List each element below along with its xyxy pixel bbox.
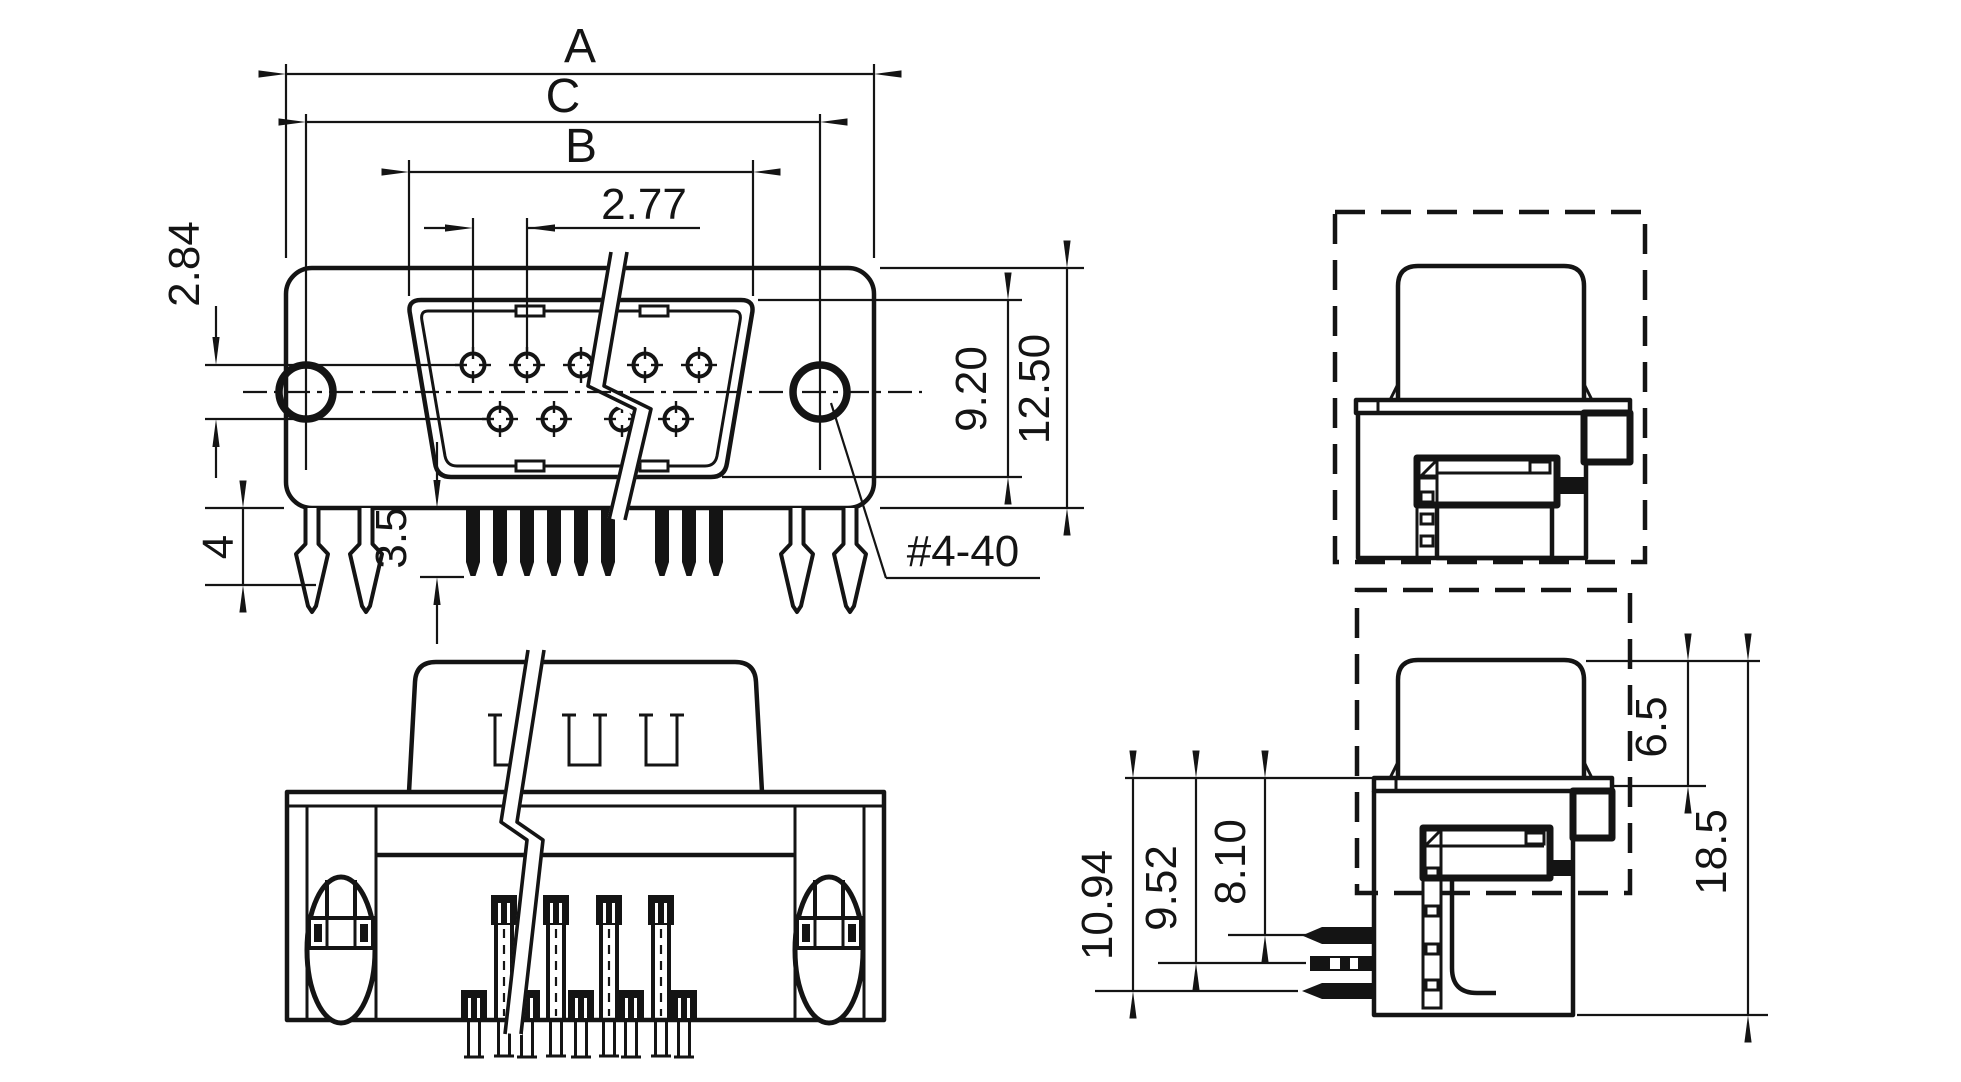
side-hood	[1395, 263, 1587, 400]
dim-label-row-offset: 2.84	[160, 221, 209, 307]
side-flange	[1371, 775, 1615, 794]
dim-label-hood-height: 6.5	[1627, 696, 1676, 757]
break-line	[499, 649, 530, 1035]
dim-label-leg: 4	[194, 535, 243, 559]
side-view-lower: 8.10 9.52 10.94 6.5 18.5	[1073, 587, 1768, 1043]
front-view: A C B 2.77 2.84 9.20 12.50 4 3.5 #4-40	[160, 20, 1084, 644]
pin-hole	[656, 399, 696, 439]
boardlock-top-left	[307, 877, 375, 1023]
dim-label-C: C	[546, 70, 581, 123]
dim-label-pin-row-a: 8.10	[1206, 819, 1255, 905]
pin-hole	[534, 399, 574, 439]
side-hood	[1395, 657, 1587, 778]
front-flange-outline	[283, 265, 877, 511]
dim-label-A: A	[564, 20, 596, 73]
front-shell-outer	[407, 297, 755, 480]
front-shell-inner	[420, 309, 742, 468]
thread-callout-label: #4-40	[907, 527, 1020, 576]
dim-label-pin-row-c: 10.94	[1073, 850, 1122, 960]
dim-label-overall-height: 18.5	[1687, 809, 1736, 895]
plan-view	[284, 648, 887, 1059]
dim-label-B: B	[565, 120, 597, 173]
dim-label-shell-height: 9.20	[947, 346, 996, 432]
break-line-mask	[499, 648, 546, 1036]
break-line	[586, 251, 637, 521]
dim-label-pin-row-b: 9.52	[1137, 845, 1186, 931]
side-step	[1580, 409, 1634, 466]
shell-tab	[638, 304, 670, 318]
side-body	[1371, 791, 1576, 1018]
break-line	[602, 251, 653, 521]
phantom-outline	[1332, 209, 1648, 565]
dim-label-pin-length: 3.5	[367, 507, 416, 568]
boardlock-top-right	[795, 877, 863, 1023]
phantom-outline	[1354, 587, 1633, 896]
side-step	[1569, 787, 1616, 842]
side-pins	[1302, 927, 1374, 999]
dim-label-flange-height: 12.50	[1010, 334, 1059, 444]
shell-tab	[514, 459, 546, 473]
side-view-upper	[1332, 209, 1648, 565]
plan-hood	[406, 659, 765, 793]
pin-hole	[625, 345, 665, 385]
break-line-mask	[586, 250, 653, 523]
front-pins	[466, 508, 723, 576]
pin-hole	[507, 345, 547, 385]
break-line	[515, 649, 546, 1035]
pin-hole	[679, 345, 719, 385]
shell-tab	[638, 459, 670, 473]
shell-tab	[514, 304, 546, 318]
side-flange	[1353, 397, 1633, 416]
dim-label-pitch: 2.77	[601, 180, 687, 229]
